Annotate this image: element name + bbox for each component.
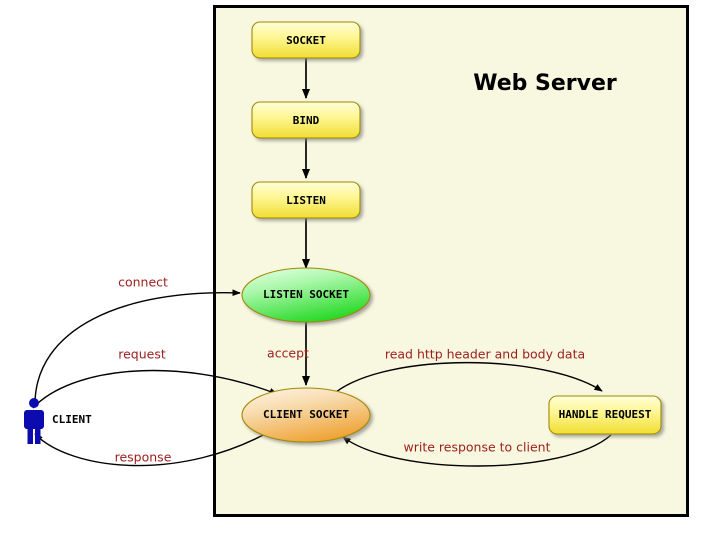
node-listen-label: LISTEN bbox=[286, 194, 326, 207]
edge-label-accept: accept bbox=[267, 346, 309, 361]
edge-label-write-response: write response to client bbox=[403, 440, 550, 455]
node-client-socket-shape[interactable] bbox=[241, 387, 371, 443]
client-actor-label: CLIENT bbox=[52, 413, 92, 426]
node-bind-label: BIND bbox=[293, 114, 320, 127]
edge-label-read-http: read http header and body data bbox=[385, 347, 585, 362]
node-handle-request[interactable]: HANDLE REQUEST bbox=[548, 395, 662, 435]
edge-response bbox=[34, 427, 277, 467]
node-bind[interactable]: BIND bbox=[251, 101, 361, 139]
node-client-socket-label: CLIENT SOCKET bbox=[263, 408, 349, 421]
node-listen-socket[interactable]: LISTEN SOCKET bbox=[241, 267, 371, 323]
edge-connect bbox=[34, 289, 241, 404]
edge-label-request: request bbox=[118, 347, 166, 362]
web-server-title: Web Server bbox=[473, 71, 617, 96]
node-listen-socket-shape[interactable] bbox=[241, 267, 371, 323]
edge-read-http bbox=[335, 361, 603, 393]
edge-label-connect: connect bbox=[118, 275, 168, 290]
node-listen-shape[interactable] bbox=[251, 181, 361, 219]
edge-request bbox=[32, 369, 278, 409]
edge-label-response: response bbox=[115, 450, 172, 465]
node-client-socket[interactable]: CLIENT SOCKET bbox=[241, 387, 371, 443]
edge-write-response bbox=[342, 434, 612, 467]
node-listen-socket-label: LISTEN SOCKET bbox=[263, 288, 349, 301]
node-socket-label: SOCKET bbox=[286, 34, 326, 47]
client-actor[interactable]: CLIENT bbox=[24, 398, 92, 444]
node-socket[interactable]: SOCKET bbox=[251, 21, 361, 59]
node-bind-shape[interactable] bbox=[251, 101, 361, 139]
node-handle-request-shape[interactable] bbox=[548, 395, 662, 435]
node-listen[interactable]: LISTEN bbox=[251, 181, 361, 219]
node-handle-request-label: HANDLE REQUEST bbox=[559, 408, 652, 421]
person-icon bbox=[24, 398, 44, 444]
node-socket-shape[interactable] bbox=[251, 21, 361, 59]
